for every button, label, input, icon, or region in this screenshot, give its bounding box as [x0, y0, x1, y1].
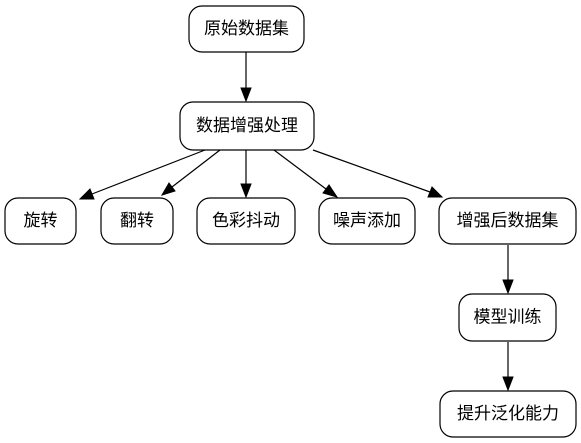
- node-label: 增强后数据集: [457, 211, 559, 231]
- node-label: 数据增强处理: [196, 116, 298, 136]
- edge-training-to-generalization: [502, 342, 514, 392]
- node-model-training: 模型训练: [458, 293, 557, 342]
- edge-augmentation-to-augmented-dataset: [312, 149, 444, 198]
- edges: [78, 52, 514, 392]
- node-label: 原始数据集: [204, 19, 289, 39]
- edge-augmented-to-training: [502, 245, 514, 295]
- node-rotation: 旋转: [4, 197, 77, 245]
- node-color-jitter: 色彩抖动: [196, 197, 296, 245]
- node-augmented-dataset: 增强后数据集: [438, 197, 577, 245]
- edge-augmentation-to-rotation: [78, 149, 206, 200]
- node-label: 噪声添加: [333, 211, 401, 231]
- node-label: 模型训练: [474, 308, 542, 328]
- edge-augmentation-to-color-jitter: [240, 150, 252, 199]
- node-original-dataset: 原始数据集: [188, 5, 305, 53]
- node-generalization: 提升泛化能力: [439, 390, 577, 438]
- node-label: 旋转: [24, 211, 58, 231]
- node-label: 翻转: [120, 211, 154, 231]
- node-flip: 翻转: [100, 197, 174, 245]
- edge-augmentation-to-flip: [160, 149, 221, 196]
- node-noise-addition: 噪声添加: [318, 197, 416, 245]
- node-label: 提升泛化能力: [457, 404, 559, 424]
- edge-original-to-augmentation: [240, 52, 252, 103]
- node-augmentation: 数据增强处理: [179, 101, 315, 151]
- node-label: 色彩抖动: [212, 211, 280, 231]
- edge-augmentation-to-noise: [273, 149, 339, 198]
